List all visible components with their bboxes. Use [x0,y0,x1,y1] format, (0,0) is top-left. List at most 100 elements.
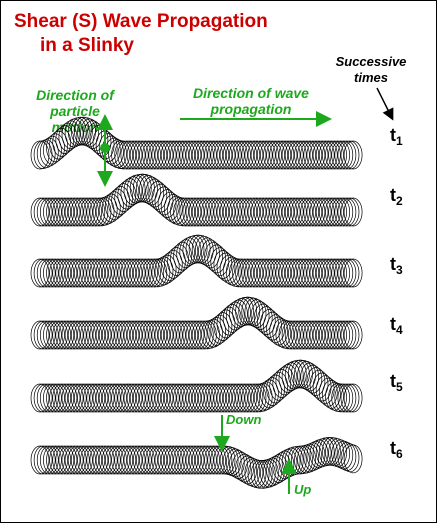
coil-loop [219,383,239,413]
coil-loop [108,445,127,475]
coil-loop [33,383,53,413]
coil-loop [247,383,267,413]
coil-loop [322,197,341,227]
coil-loop [315,320,335,350]
coil-loop [176,140,196,170]
coil-loop [145,178,165,208]
coil-loop [123,320,143,350]
coil-loop [83,120,103,149]
coil-loop [291,197,310,227]
coil-loop [61,445,81,475]
coil-loop [43,383,62,413]
coil-loop [284,197,304,227]
coil-loop [98,383,118,413]
coil-loop [139,383,158,413]
coil-loop [343,258,363,288]
coil-loop [340,197,360,227]
coil-loop [36,445,56,475]
coil-loop [170,320,189,350]
coil-loop [291,320,310,350]
coil-loop [210,383,230,413]
coil-loop [83,320,103,350]
coil-loop [306,258,326,288]
coil-loop [36,320,56,350]
coil-loop [191,197,211,227]
coil-loop [340,443,360,473]
coil-loop [325,140,344,170]
coil-loop [238,296,258,326]
coil-loop [136,320,155,350]
coil-loop [89,383,109,413]
coil-loop [328,140,347,170]
coil-loop [114,445,134,475]
coil-loop [253,258,273,288]
coil-loop [269,197,289,227]
coil-loop [210,197,230,227]
coil-loop [235,197,254,227]
coil-loop [145,258,165,288]
coil-loop [194,445,214,475]
coil-loop [287,258,307,288]
coil-loop [325,197,344,227]
coil-loop [343,383,363,413]
coil-loop [49,320,68,350]
coil-loop [188,445,208,475]
up-label: Up [294,482,312,497]
coil-loop [322,258,341,288]
coil-loop [337,140,357,170]
coil-loop [287,359,307,389]
coil-loop [185,383,205,413]
coil-loop [160,383,180,413]
coil-loop [322,437,341,466]
coil-loop [229,197,248,227]
coil-loop [70,197,90,227]
coil-loop [194,320,214,350]
coil-loop [210,314,230,344]
coil-loop [95,196,115,226]
coil-loop [114,140,134,170]
coil-loop [49,197,68,227]
coil-loop [232,258,251,288]
coil-loop [136,383,155,413]
coil-loop [43,135,62,165]
coil-loop [256,197,276,227]
coil-loop [281,258,301,288]
coil-loop [340,140,360,170]
coil-loop [74,197,93,227]
coil-loop [337,383,357,413]
coil-loop [98,258,118,288]
coil-loop [61,383,81,413]
coil-loop [235,453,254,483]
coil-loop [331,140,351,170]
coil-loop [132,173,152,203]
coil-loop [89,445,109,475]
coil-loop [216,140,236,170]
coil-loop [281,140,301,170]
coil-loop [306,440,326,470]
coil-loop [77,197,96,227]
coil-loop [269,316,289,346]
coil-loop [241,383,261,413]
coil-loop [61,258,81,288]
coil-loop [185,140,205,170]
coil-loop [281,197,301,227]
coil-loop [163,320,183,350]
coil-loop [101,320,121,350]
coil-loop [70,383,90,413]
coil-loop [229,258,248,288]
coil-loop [188,320,208,350]
coil-loop [210,247,230,277]
coil-loop [151,183,171,213]
coil-loop [334,258,354,288]
coil-loop [241,457,261,486]
coil-loop [185,197,205,227]
coil-loop [182,140,202,170]
coil-loop [129,173,149,203]
coil-loop [142,258,161,288]
coil-loop [343,444,363,474]
coil-loop [263,311,282,341]
coil-loop [275,258,295,288]
coil-loop [36,383,56,413]
coil-loop [120,140,140,170]
coil-loop [111,186,130,215]
